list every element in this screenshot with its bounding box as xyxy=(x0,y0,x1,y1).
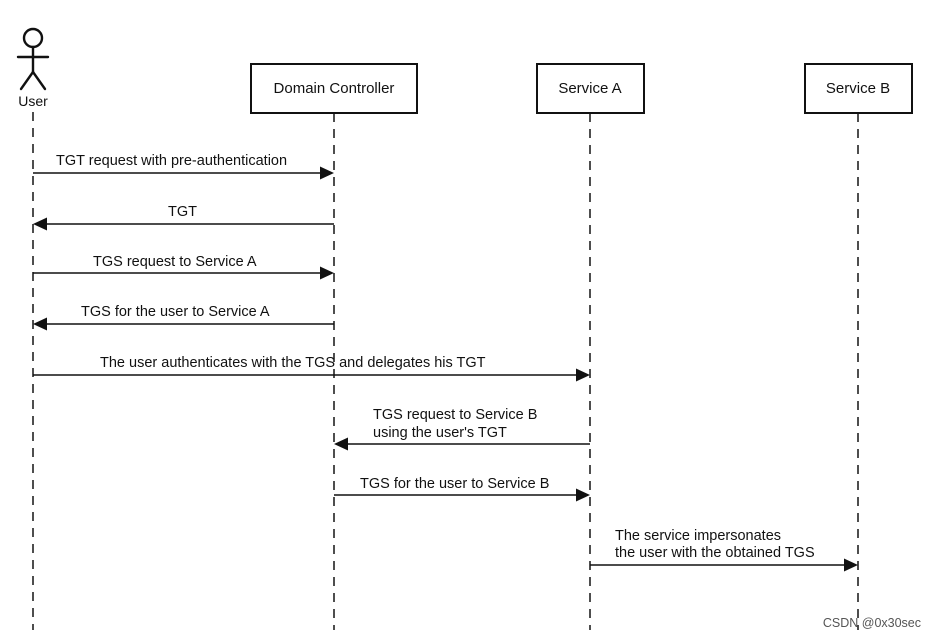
message-tgt: TGT xyxy=(33,204,334,231)
message-label: TGS for the user to Service A xyxy=(81,304,270,320)
message-label: TGT xyxy=(168,204,197,220)
message-label: TGS for the user to Service B xyxy=(360,476,549,492)
messages: TGT request with pre-authentication TGT … xyxy=(33,153,858,572)
arrowhead-right-icon xyxy=(576,368,590,382)
participant-box xyxy=(804,63,913,114)
message-service-impersonates: The service impersonates the user with t… xyxy=(590,528,858,572)
arrowhead-left-icon xyxy=(334,437,348,451)
message-label: TGS request to Service A xyxy=(93,254,257,270)
participant-service-a: Service A xyxy=(536,63,645,114)
arrowhead-right-icon xyxy=(576,488,590,502)
actor-user-label: User xyxy=(18,93,48,109)
message-user-authenticates: The user authenticates with the TGS and … xyxy=(33,355,590,382)
participant-label-service-a: Service A xyxy=(558,80,621,97)
message-tgs-request-service-b: TGS request to Service B using the user'… xyxy=(334,407,590,451)
arrowhead-left-icon xyxy=(33,217,47,231)
watermark: CSDN @0x30sec xyxy=(823,616,921,630)
message-label: the user with the obtained TGS xyxy=(615,545,815,561)
stick-figure-icon xyxy=(16,27,50,91)
arrowhead-right-icon xyxy=(320,166,334,180)
message-label: The user authenticates with the TGS and … xyxy=(100,355,486,371)
participant-domain-controller: Domain Controller xyxy=(250,63,418,114)
message-tgs-request-service-a: TGS request to Service A xyxy=(33,254,334,280)
lifelines xyxy=(32,112,859,630)
message-label: using the user's TGT xyxy=(373,425,507,441)
arrowhead-right-icon xyxy=(844,558,858,572)
actor-user: User xyxy=(16,27,50,109)
arrowhead-left-icon xyxy=(33,317,47,331)
message-tgs-service-b: TGS for the user to Service B xyxy=(334,476,590,502)
message-label: TGS request to Service B xyxy=(373,407,537,423)
participant-label-domain-controller: Domain Controller xyxy=(274,80,395,97)
participant-box xyxy=(536,63,645,114)
message-tgt-request: TGT request with pre-authentication xyxy=(33,153,334,180)
message-tgs-service-a: TGS for the user to Service A xyxy=(33,304,334,331)
message-label: TGT request with pre-authentication xyxy=(56,153,287,169)
participant-service-b: Service B xyxy=(804,63,913,114)
participant-box xyxy=(250,63,418,114)
participant-label-service-b: Service B xyxy=(826,80,890,97)
message-label: The service impersonates xyxy=(615,528,781,544)
arrowhead-right-icon xyxy=(320,266,334,280)
